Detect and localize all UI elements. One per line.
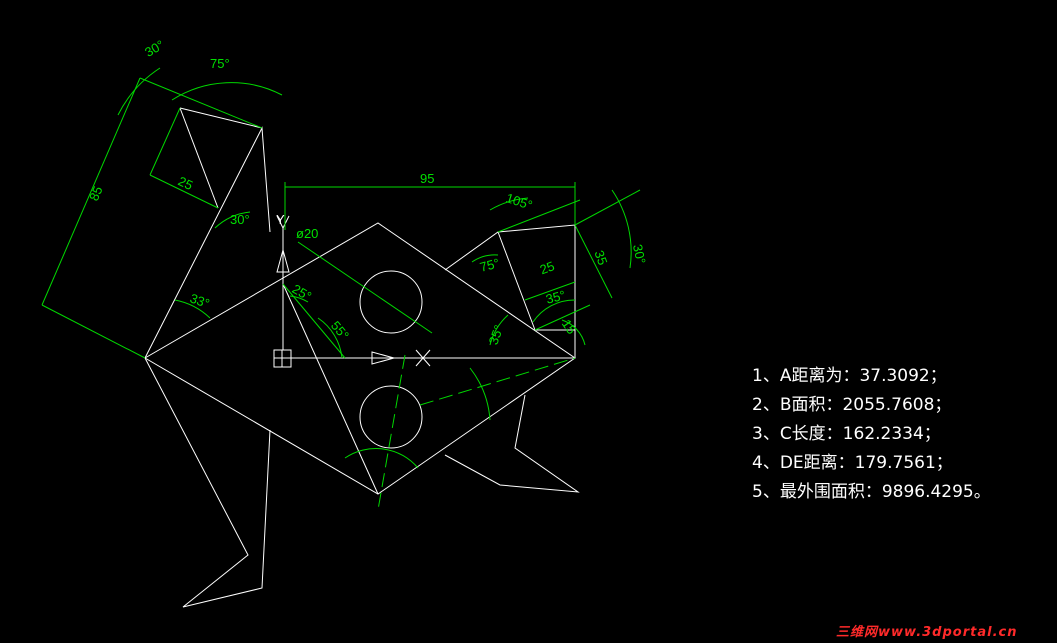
right-wing-inner xyxy=(497,231,536,331)
lower-hole xyxy=(359,385,423,449)
dimension-texts: 95 ø20 85 25 25 35 30° 75° 30° 33° 25° 5… xyxy=(86,37,649,347)
left-wing-top xyxy=(179,107,263,129)
right-wing xyxy=(444,224,576,358)
angle-15: 15 xyxy=(559,316,580,336)
upper-hole xyxy=(359,270,423,334)
results-list: 1、A距离为：37.3092； 2、B面积：2055.7608； 3、C长度：1… xyxy=(752,362,991,507)
angle-33: 33° xyxy=(188,290,212,311)
angle-35-right: 35° xyxy=(544,287,567,307)
dim-85: 85 xyxy=(86,184,105,203)
dim-35-right: 35 xyxy=(591,248,610,267)
result-a-distance: 1、A距离为：37.3092； xyxy=(752,366,947,386)
ucs-icon xyxy=(273,215,575,368)
axis-y-label: Y xyxy=(276,212,285,227)
dim-25-left: 25 xyxy=(176,173,195,193)
angle-30-top: 30° xyxy=(142,37,167,60)
angle-35-lower: 35° xyxy=(486,323,507,347)
watermark-text: 三维网www.3dportal.cn xyxy=(836,625,1018,640)
angle-105: 105° xyxy=(504,190,534,213)
result-outer-area: 5、最外围面积：9896.4295。 xyxy=(752,482,991,502)
left-wing-diag xyxy=(179,107,219,209)
dimension-lines xyxy=(41,67,641,511)
left-wing xyxy=(144,126,271,359)
angle-30-right: 30° xyxy=(630,243,649,265)
angle-30-left: 30° xyxy=(230,212,250,227)
right-foot xyxy=(444,394,580,493)
result-b-area: 2、B面积：2055.7608； xyxy=(752,395,952,415)
angle-75-top: 75° xyxy=(210,56,230,71)
watermark: 三维网www.3dportal.cn xyxy=(836,621,1036,640)
dim-25-right: 25 xyxy=(538,258,557,277)
dim-95: 95 xyxy=(420,171,434,186)
dim-diameter-20: ø20 xyxy=(296,226,318,241)
angle-75-right: 75° xyxy=(478,255,501,275)
lower-left-leg xyxy=(144,357,271,608)
result-de-distance: 4、DE距离：179.7561； xyxy=(752,453,953,473)
angle-55: 55° xyxy=(328,318,352,343)
main-geometry xyxy=(144,107,580,608)
angle-25: 25° xyxy=(290,281,315,304)
result-c-length: 3、C长度：162.2334； xyxy=(752,424,941,444)
inner-edge xyxy=(282,283,379,495)
